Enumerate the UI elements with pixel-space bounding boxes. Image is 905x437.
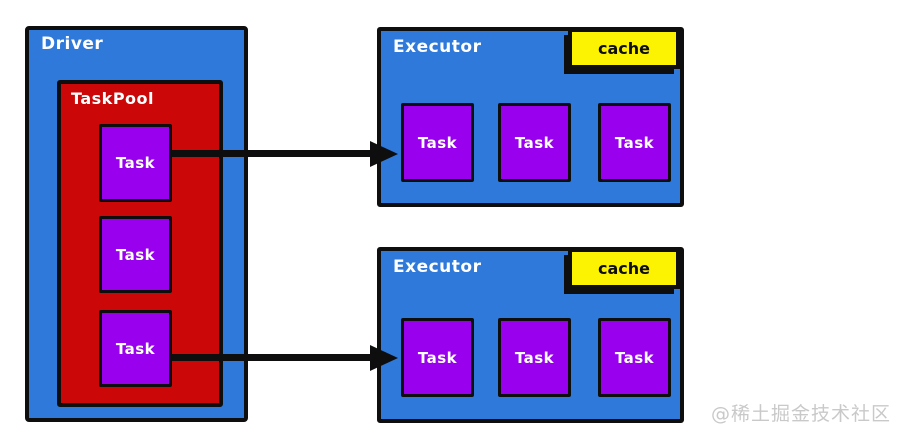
arrow-task1-to-executor1-head-icon xyxy=(370,141,398,167)
executor-2-cache-box: cache xyxy=(568,248,680,289)
executor-2-task-1: Task xyxy=(401,318,474,397)
executor-2-label: Executor xyxy=(393,257,482,277)
taskpool-box: TaskPool Task Task Task xyxy=(57,80,223,407)
driver-label: Driver xyxy=(41,34,104,54)
driver-box: Driver TaskPool Task Task Task xyxy=(25,26,248,422)
executor-1-task-1: Task xyxy=(401,103,474,182)
executor-1-task-2: Task xyxy=(498,103,571,182)
executor-1-task-3: Task xyxy=(598,103,671,182)
executor-2-task-3: Task xyxy=(598,318,671,397)
task-label: Task xyxy=(514,348,555,367)
task-label: Task xyxy=(417,348,458,367)
arrow-task1-to-executor1-line xyxy=(170,150,372,157)
executor-1-box: Executor cache Task Task Task xyxy=(377,27,684,207)
task-label: Task xyxy=(115,339,156,358)
arrow-task3-to-executor2-line xyxy=(170,354,372,361)
watermark: @稀土掘金技术社区 xyxy=(710,403,891,425)
task-label: Task xyxy=(115,154,156,172)
cache-label: cache xyxy=(597,39,650,58)
executor-1-cache-box: cache xyxy=(568,28,680,69)
taskpool-task-1: Task xyxy=(99,124,172,202)
cache-label: cache xyxy=(597,259,650,278)
taskpool-label: TaskPool xyxy=(71,89,155,108)
executor-2-box: Executor cache Task Task Task xyxy=(377,247,684,423)
taskpool-task-2: Task xyxy=(99,216,172,293)
task-label: Task xyxy=(514,133,555,152)
executor-2-task-2: Task xyxy=(498,318,571,397)
arrow-task3-to-executor2-head-icon xyxy=(370,345,398,371)
task-label: Task xyxy=(417,133,458,152)
taskpool-task-3: Task xyxy=(99,310,172,387)
task-label: Task xyxy=(614,348,655,367)
task-label: Task xyxy=(614,133,655,152)
task-label: Task xyxy=(115,245,156,264)
executor-1-label: Executor xyxy=(393,37,482,57)
